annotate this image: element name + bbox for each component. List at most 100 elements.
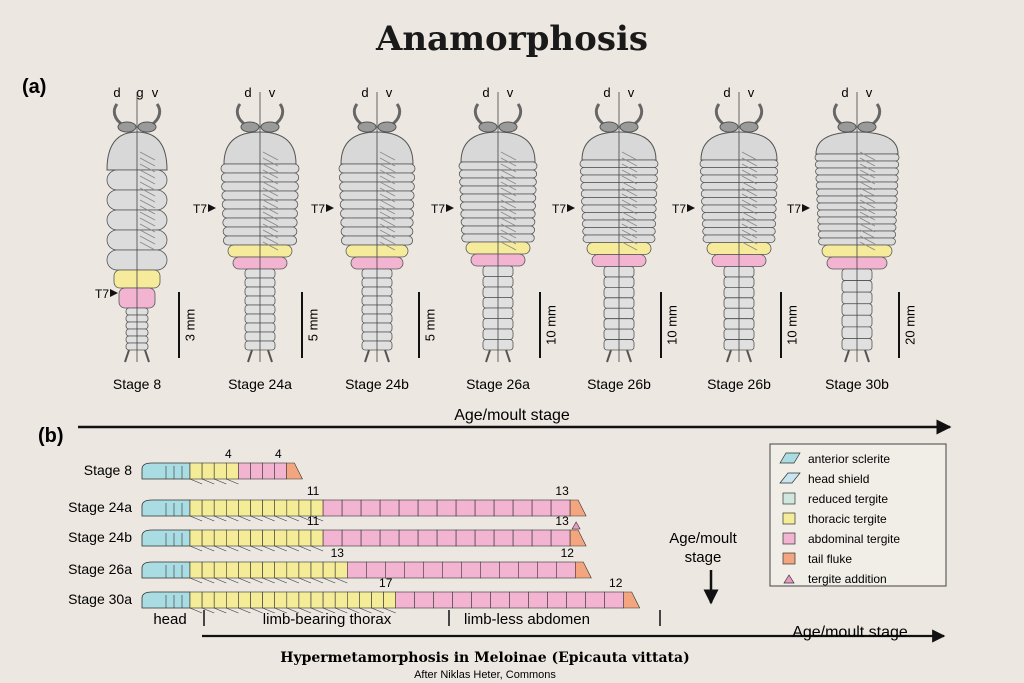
thoracic-leg [238, 515, 251, 522]
legend-swatch [783, 574, 795, 584]
view-label: d [603, 85, 610, 100]
thoracic-tergite [189, 561, 203, 579]
abdominal-tergite [471, 591, 492, 609]
scale-label: 10 mm [543, 305, 558, 345]
scale-label: 20 mm [902, 305, 917, 345]
thoracic-tergite [201, 499, 215, 517]
thoracic-tergite [359, 591, 372, 609]
abdominal-tergite [422, 561, 443, 579]
limb [741, 175, 758, 185]
thoracic-tergite [189, 591, 203, 609]
thoracic-tergite [274, 499, 288, 517]
credit: After Niklas Heter, Commons [414, 669, 556, 681]
thoracic-leg [201, 515, 215, 522]
abdominal-tergite [566, 591, 587, 609]
thoracic-leg [310, 515, 324, 522]
legend-label: head shield [808, 472, 869, 486]
limb [741, 187, 758, 197]
legend-item: tergite addition [783, 572, 887, 586]
thoracic-tergite [238, 591, 251, 609]
thoracic-leg [238, 607, 251, 614]
row-stage-label: Stage 24b [68, 529, 132, 545]
thoracic-tergite [238, 561, 251, 579]
vertical-arrow-label-2: stage [685, 549, 722, 566]
limb [139, 211, 156, 221]
thoracic-tergite [262, 591, 276, 609]
limb [139, 217, 156, 227]
row-stage-label: Stage 24a [68, 499, 132, 515]
abdominal-tergite [555, 561, 576, 579]
limb [741, 163, 758, 173]
tail-fluke [247, 349, 273, 363]
abdominal-tergite [479, 561, 500, 579]
limb [139, 187, 156, 197]
anterior-sclerite [498, 121, 518, 133]
limb [859, 199, 876, 209]
limb [139, 223, 156, 233]
limb [139, 163, 156, 173]
limb [621, 199, 638, 209]
abdominal-tergite [460, 561, 481, 579]
limb [859, 175, 876, 185]
view-label: v [152, 85, 159, 100]
t7-pointer [802, 204, 810, 212]
abdominal-tergite [360, 529, 381, 547]
limb [500, 151, 517, 161]
thoracic-leg [238, 577, 251, 584]
thoracic-tergite [213, 561, 227, 579]
thoracic-tergite [298, 561, 312, 579]
limb [741, 235, 758, 245]
view-label: v [748, 85, 755, 100]
thoracic-tergite [262, 499, 276, 517]
thoracic-leg [274, 607, 287, 614]
t7-pointer [110, 289, 118, 297]
abdominal-tergite [341, 529, 362, 547]
limb [500, 205, 517, 215]
abdominal-tergite [398, 529, 419, 547]
abdominal-tergite [322, 529, 343, 547]
thoracic-leg [359, 607, 372, 614]
view-label: v [866, 85, 873, 100]
thoracic-tergite [238, 529, 251, 547]
limb [621, 163, 638, 173]
specimen-stage-label: Stage 24b [345, 376, 409, 392]
limb [859, 193, 876, 203]
limb [621, 151, 638, 161]
thoracic-tergite [371, 591, 384, 609]
limb [500, 223, 517, 233]
limb [262, 229, 279, 239]
limb [500, 229, 517, 239]
thoracic-tergite [286, 499, 300, 517]
scale-label: 5 mm [305, 309, 320, 342]
t7-label: T7 [431, 202, 445, 216]
limb [859, 187, 876, 197]
limb [379, 205, 396, 215]
limb [262, 151, 279, 161]
limb [859, 217, 876, 227]
thoracic-tergite [201, 591, 215, 609]
thoracic-leg [214, 607, 227, 614]
limb [741, 193, 758, 203]
t7-label: T7 [787, 202, 801, 216]
abdominal-tergite [262, 462, 275, 480]
legend-swatch [779, 452, 801, 464]
thoracic-leg [286, 607, 300, 614]
abdominal-tergite [452, 591, 473, 609]
anterior-sclerite [599, 121, 619, 133]
abdominal-tergite [441, 561, 462, 579]
thoracic-tergite [226, 529, 239, 547]
abdominal-tergite [322, 499, 343, 517]
t7-label: T7 [95, 287, 109, 301]
thoracic-leg [226, 577, 239, 584]
limb [379, 199, 396, 209]
thoracic-leg [335, 577, 348, 584]
abdominal-tergite [341, 499, 362, 517]
anterior-sclerite [478, 121, 498, 133]
limb [621, 223, 638, 233]
limb [139, 205, 156, 215]
thoracic-leg [189, 545, 203, 552]
limb [741, 199, 758, 209]
